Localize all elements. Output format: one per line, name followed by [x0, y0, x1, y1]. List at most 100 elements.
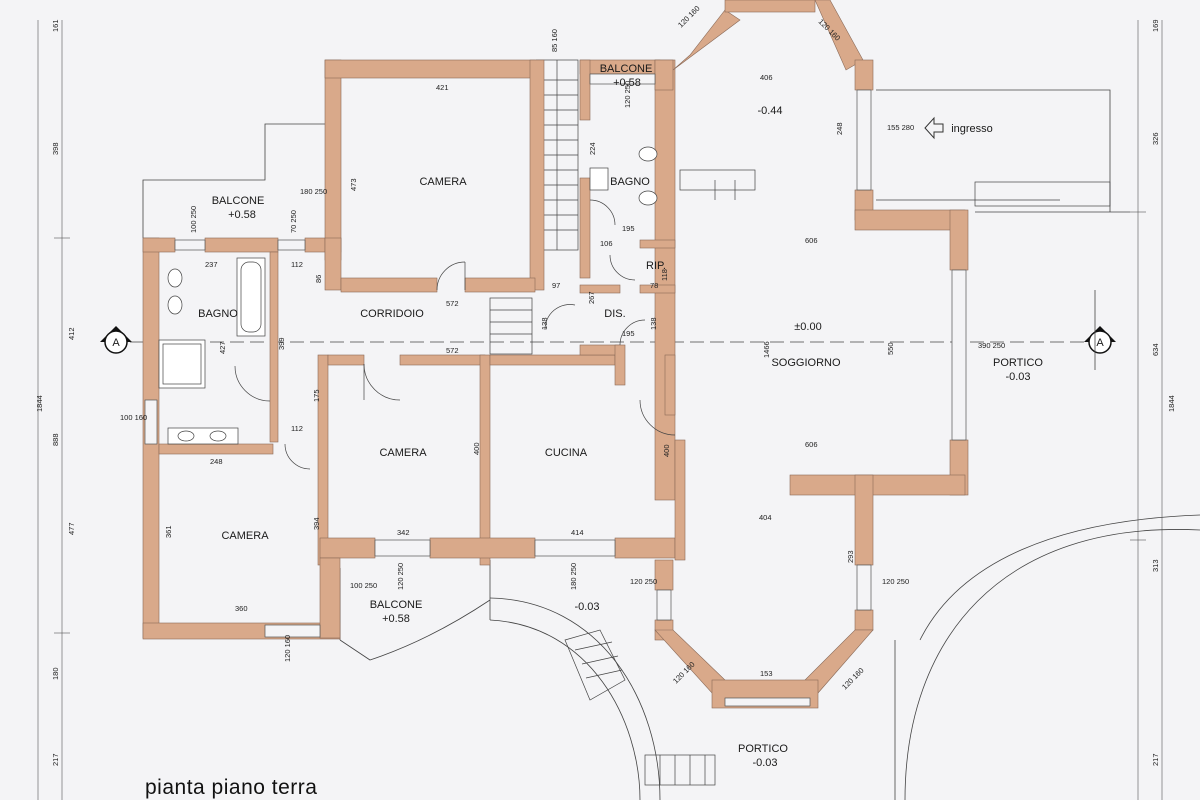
svg-text:161: 161 [51, 19, 60, 32]
svg-text:118: 118 [660, 269, 669, 281]
level-top: -0.44 [757, 105, 782, 117]
svg-text:217: 217 [51, 753, 60, 766]
label-ingresso: ingresso [951, 123, 993, 135]
level-portico-bottom: -0.03 [752, 757, 777, 769]
svg-text:237: 237 [205, 260, 218, 269]
label-portico-right: PORTICO [993, 357, 1043, 369]
label-balcone-top-left: BALCONE [212, 195, 265, 207]
svg-text:1844: 1844 [1167, 395, 1176, 412]
svg-text:313: 313 [1151, 559, 1160, 572]
label-balcone-top-mid: BALCONE [600, 63, 653, 75]
ingresso-arrow-icon [924, 116, 944, 140]
svg-text:A: A [1096, 337, 1104, 349]
dimension-guides [37, 20, 1163, 800]
svg-text:572: 572 [446, 299, 459, 308]
svg-text:404: 404 [759, 513, 772, 522]
room-labels: CAMERA BALCONE +0.58 BALCONE +0.58 BAGNO… [198, 63, 1043, 769]
windows [144, 73, 967, 707]
label-dis: DIS. [604, 308, 625, 320]
svg-text:120 160: 120 160 [840, 666, 866, 692]
svg-text:1466: 1466 [762, 341, 771, 358]
svg-text:A: A [112, 337, 120, 349]
svg-text:112: 112 [291, 260, 303, 269]
label-rip: RIP. [646, 260, 666, 272]
svg-text:400: 400 [472, 442, 481, 455]
staircase [489, 59, 1111, 786]
section-marker-left: A [100, 326, 132, 354]
svg-text:112: 112 [291, 424, 303, 433]
svg-text:100 250: 100 250 [350, 581, 377, 590]
svg-text:473: 473 [349, 178, 358, 191]
label-bagno-top: BAGNO [610, 176, 650, 188]
svg-text:293: 293 [846, 550, 855, 563]
svg-text:406: 406 [760, 73, 773, 82]
svg-text:175: 175 [312, 389, 321, 402]
svg-text:120 250: 120 250 [623, 81, 632, 108]
svg-text:180 250: 180 250 [300, 187, 327, 196]
label-camera-top: CAMERA [419, 176, 467, 188]
svg-text:195: 195 [622, 224, 635, 233]
svg-text:550: 550 [886, 342, 895, 355]
svg-text:224: 224 [588, 142, 597, 155]
svg-text:120 160: 120 160 [283, 635, 292, 662]
label-portico-bottom: PORTICO [738, 743, 788, 755]
svg-text:248: 248 [210, 457, 223, 466]
label-cucina: CUCINA [545, 447, 588, 459]
svg-text:85 160: 85 160 [550, 29, 559, 52]
label-camera-mid: CAMERA [379, 447, 427, 459]
svg-text:477: 477 [67, 522, 76, 535]
drawing-title: pianta piano terra [145, 776, 318, 799]
svg-text:97: 97 [552, 281, 560, 290]
svg-text:412: 412 [67, 327, 76, 340]
svg-text:153: 153 [760, 669, 773, 678]
label-bagno-left: BAGNO [198, 308, 238, 320]
label-corridoio: CORRIDOIO [360, 308, 424, 320]
label-camera-left: CAMERA [221, 530, 269, 542]
svg-text:414: 414 [571, 528, 584, 537]
walls [142, 0, 969, 709]
svg-text:78: 78 [650, 281, 658, 290]
svg-text:155 280: 155 280 [887, 123, 914, 132]
svg-text:180 250: 180 250 [569, 563, 578, 590]
doors [234, 199, 676, 470]
dimension-labels: 421 473 237 112 86 427 399 572 572 175 1… [164, 73, 895, 678]
level-bottom-mid: -0.03 [574, 601, 599, 613]
svg-text:195: 195 [622, 329, 635, 338]
svg-text:634: 634 [1151, 343, 1160, 356]
svg-text:400: 400 [662, 444, 671, 457]
svg-text:572: 572 [446, 346, 459, 355]
svg-text:267: 267 [587, 291, 596, 304]
svg-text:342: 342 [397, 528, 410, 537]
svg-text:100 250: 100 250 [189, 206, 198, 233]
level-portico-right: -0.03 [1005, 371, 1030, 383]
outer-dimension-labels: 161 398 412 888 477 180 217 1844 169 326… [35, 19, 1176, 766]
svg-text:86: 86 [314, 275, 323, 283]
section-marker-right: A [1084, 326, 1116, 354]
svg-text:1844: 1844 [35, 395, 44, 412]
svg-text:399: 399 [277, 337, 286, 350]
svg-text:120 160: 120 160 [676, 4, 702, 30]
svg-text:390 250: 390 250 [978, 341, 1005, 350]
svg-text:180: 180 [51, 667, 60, 680]
window-size-labels: 100 250 180 250 70 250 120 250 85 160 15… [120, 4, 1005, 692]
svg-text:120 250: 120 250 [882, 577, 909, 586]
svg-text:421: 421 [436, 83, 449, 92]
svg-text:138: 138 [649, 317, 658, 330]
svg-text:120 250: 120 250 [630, 577, 657, 586]
svg-text:70 250: 70 250 [289, 210, 298, 233]
svg-text:169: 169 [1151, 19, 1160, 32]
svg-text:138: 138 [540, 317, 549, 330]
fixtures [158, 146, 658, 445]
svg-text:120 160: 120 160 [671, 660, 697, 686]
svg-text:360: 360 [235, 604, 248, 613]
label-soggiorno: SOGGIORNO [771, 357, 841, 369]
svg-text:106: 106 [600, 239, 613, 248]
level-balcone-top-mid: +0.58 [613, 77, 641, 89]
svg-text:217: 217 [1151, 753, 1160, 766]
svg-text:394: 394 [312, 517, 321, 530]
svg-text:427: 427 [218, 341, 227, 354]
svg-text:398: 398 [51, 142, 60, 155]
svg-text:326: 326 [1151, 132, 1160, 145]
svg-text:361: 361 [164, 525, 173, 538]
